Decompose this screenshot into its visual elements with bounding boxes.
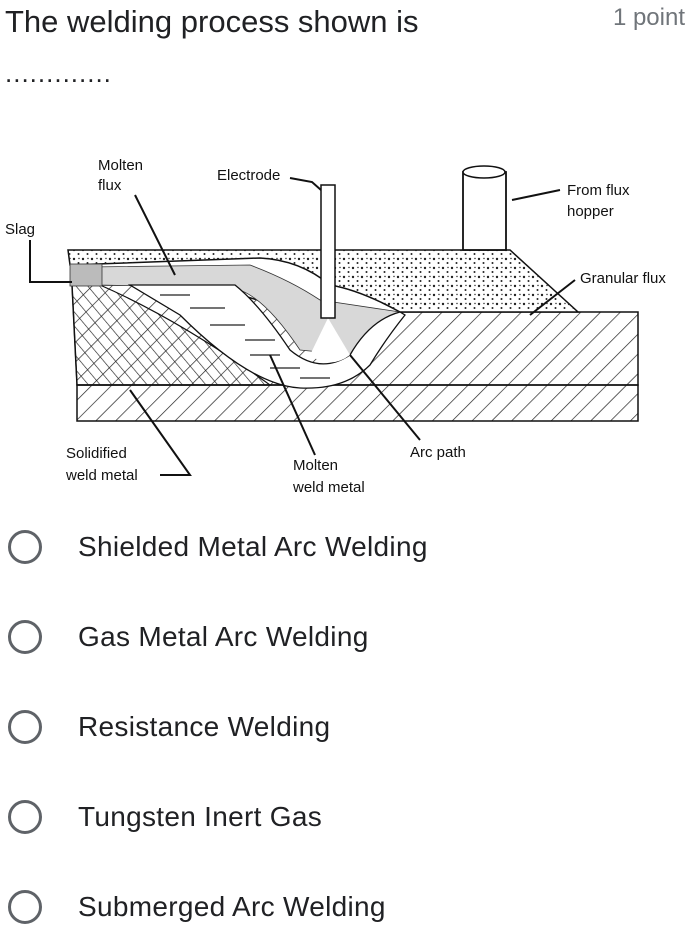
label-slag: Slag [5, 221, 35, 238]
label-molten-weld-metal-2: weld metal [292, 479, 365, 496]
flux-hopper-tube [462, 171, 507, 251]
molten-metal-lines [160, 294, 330, 379]
option-tungsten-inert-gas[interactable]: Tungsten Inert Gas [0, 787, 322, 847]
option-label: Resistance Welding [78, 711, 331, 742]
option-gas-metal-arc-welding[interactable]: Gas Metal Arc Welding [0, 607, 369, 667]
arc [310, 318, 350, 363]
label-molten-weld-metal: Molten [293, 457, 338, 474]
question-points: 1 point [612, 4, 685, 31]
radio-button[interactable] [8, 710, 42, 744]
solidified-weld-metal [71, 284, 272, 386]
label-molten-flux: Molten [98, 157, 143, 174]
option-label: Tungsten Inert Gas [78, 801, 323, 832]
option-label: Gas Metal Arc Welding [78, 621, 369, 652]
option-label: Shielded Metal Arc Welding [78, 531, 428, 562]
radio-button[interactable] [8, 530, 42, 564]
label-granular-flux: Granular flux [580, 270, 666, 287]
label-molten-flux-2: flux [98, 177, 122, 194]
slag [69, 263, 103, 287]
label-arc-path: Arc path [410, 444, 466, 461]
radio-button[interactable] [8, 800, 42, 834]
option-label: Submerged Arc Welding [78, 891, 386, 922]
question-title: The welding process shown is [5, 4, 419, 39]
flux-hopper-tube-opening [462, 165, 506, 179]
label-solidified-weld-metal: Solidified [66, 445, 127, 462]
welding-diagram: Molten flux Electrode Slag From flux hop… [5, 157, 666, 496]
radio-button[interactable] [8, 620, 42, 654]
molten-weld-pool [127, 284, 406, 389]
leader-lines [29, 177, 576, 476]
label-electrode: Electrode [217, 167, 280, 184]
label-solidified-weld-metal-2: weld metal [65, 467, 138, 484]
option-submerged-arc-welding[interactable]: Submerged Arc Welding [0, 877, 386, 937]
label-from-flux-hopper: From flux [567, 182, 630, 199]
label-from-flux-hopper-2: hopper [567, 203, 614, 220]
option-resistance-welding[interactable]: Resistance Welding [0, 697, 330, 757]
radio-button[interactable] [8, 890, 42, 924]
granular-flux-texture [68, 250, 578, 312]
question-blank: ............. [5, 58, 112, 88]
electrode [320, 184, 336, 319]
base-plate-lower [76, 384, 639, 422]
option-shielded-metal-arc-welding[interactable]: Shielded Metal Arc Welding [0, 517, 428, 577]
